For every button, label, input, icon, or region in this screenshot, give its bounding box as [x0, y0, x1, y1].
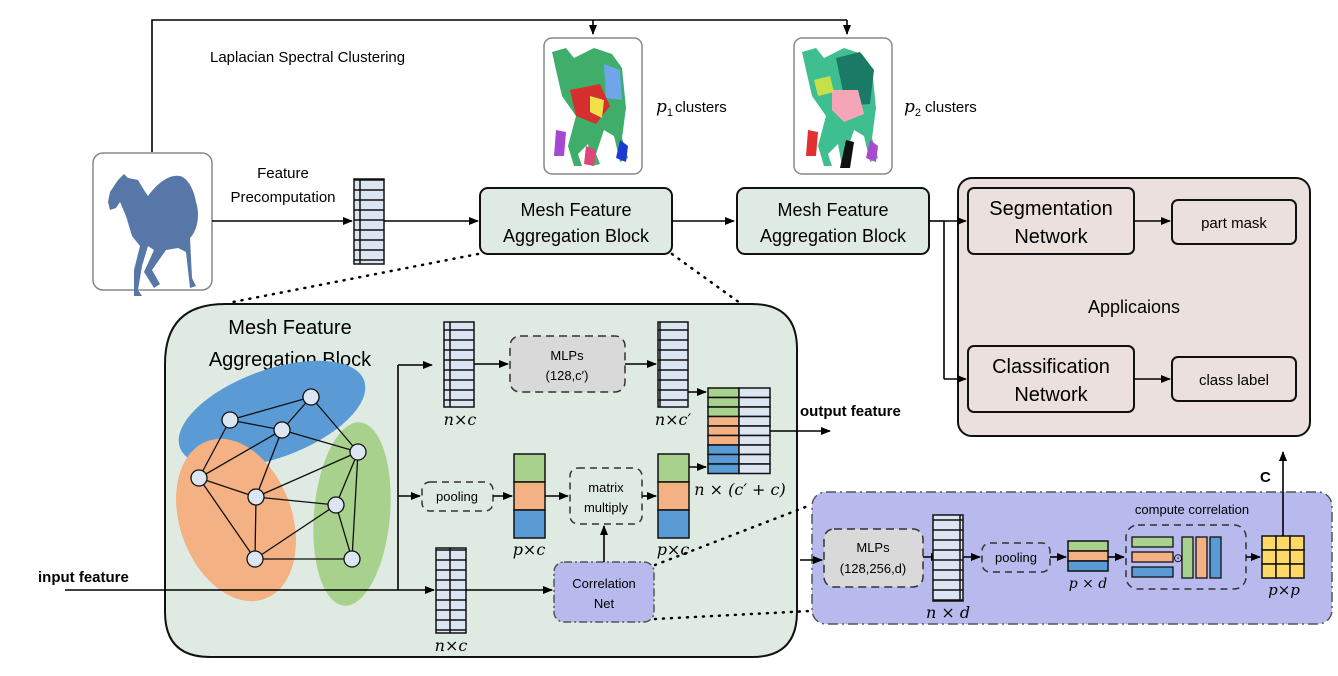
p1-clusters-image: [543, 37, 643, 175]
applications-title: Applicaions: [1088, 297, 1180, 317]
feature-precomp-line2: Precomputation: [230, 189, 335, 206]
detail-title-line1: Mesh Feature: [228, 317, 351, 339]
correlation-matrix-p-by-p: [1261, 535, 1305, 579]
block1-line2: Aggregation Block: [503, 226, 650, 246]
compute-correlation-label: compute correlation: [1135, 502, 1249, 517]
class-label-box[interactable]: class label: [1171, 356, 1297, 402]
dim-pc-right: p×c: [657, 540, 690, 559]
feature-n-by-c-top: [443, 321, 475, 408]
block2-line2: Aggregation Block: [760, 226, 907, 246]
odot-operator-icon: ⊙: [1173, 551, 1183, 565]
graph-node: [273, 421, 291, 439]
corr-mlp-block[interactable]: MLPs (128,256,d): [823, 528, 924, 588]
graph-node: [302, 388, 320, 406]
corr-line2: Net: [594, 596, 615, 611]
pooling-block[interactable]: pooling: [421, 481, 494, 512]
dim-nc-bottom: n×c: [435, 636, 468, 655]
feature-precomp-line1: Feature: [257, 165, 309, 182]
dim-pc-left: p×c: [513, 540, 546, 559]
input-routing: [65, 361, 435, 594]
dim-pp: p×p: [1268, 581, 1300, 599]
graph-node: [246, 550, 264, 568]
corr-zoom-line-top: [653, 504, 810, 567]
dim-nc-top: n×c: [444, 410, 477, 429]
segmentation-network-box[interactable]: Segmentation Network: [967, 187, 1135, 255]
graph-node: [247, 488, 265, 506]
mlp-line2: (128,c′): [546, 368, 589, 383]
feature-n-by-d: [932, 514, 964, 602]
matrix-multiply-block[interactable]: matrix multiply: [569, 467, 643, 525]
correlation-net-block[interactable]: Correlation Net: [553, 561, 655, 623]
cls-line1: Classification: [992, 356, 1110, 378]
c-output-label: C: [1260, 469, 1271, 486]
matmul-line2: multiply: [584, 500, 629, 515]
mesh-feature-aggregation-block-2[interactable]: Mesh Feature Aggregation Block: [736, 187, 930, 255]
dim-nd: n × d: [926, 603, 970, 622]
corr-zoom-line-bottom: [653, 609, 812, 621]
corr-pooling-block[interactable]: pooling: [981, 542, 1051, 573]
zoom-line-left: [226, 252, 480, 305]
input-mesh-image: [92, 152, 213, 296]
block2-line1: Mesh Feature: [777, 200, 888, 220]
branch-connector: [929, 217, 967, 383]
graph-node: [343, 550, 361, 568]
zoom-line-right: [670, 252, 742, 305]
graph-node: [327, 496, 345, 514]
output-feature-label: output feature: [800, 403, 901, 420]
precomputed-feature-vector: [353, 178, 385, 265]
mesh-feature-aggregation-block-1[interactable]: Mesh Feature Aggregation Block: [479, 187, 673, 255]
mesh-graph-illustration: [176, 360, 391, 606]
corr-mlp-line2: (128,256,d): [840, 561, 907, 576]
dim-pd: p × d: [1069, 576, 1108, 592]
corr-mlp-line1: MLPs: [856, 540, 890, 555]
graph-node: [221, 411, 239, 429]
spectral-clustering-connector: [151, 19, 851, 152]
pooled-feature-p-by-c: [513, 453, 546, 539]
graph-node: [190, 469, 208, 487]
class-label-label: class label: [1199, 372, 1269, 389]
dim-concat: n × (c′ + c): [694, 480, 786, 499]
cls-line2: Network: [1014, 384, 1088, 406]
corr-line1: Correlation: [572, 576, 636, 591]
input-feature-label: input feature: [38, 569, 129, 586]
aggregated-feature-p-by-c: [657, 453, 690, 539]
p2-clusters-image: [793, 37, 893, 175]
feature-n-by-c-bottom: [435, 547, 467, 634]
cluster-green: [313, 422, 391, 606]
corr-pooling-label: pooling: [995, 550, 1037, 565]
seg-line1: Segmentation: [989, 198, 1112, 220]
classification-network-box[interactable]: Classification Network: [967, 345, 1135, 413]
concatenated-feature: [707, 387, 771, 475]
pooled-feature-p-by-d: [1067, 540, 1109, 572]
feature-n-by-c-prime: [657, 321, 689, 408]
mlp-block[interactable]: MLPs (128,c′): [509, 335, 626, 393]
part-mask-box[interactable]: part mask: [1171, 199, 1297, 245]
matmul-line1: matrix: [588, 480, 624, 495]
spectral-clustering-label: Laplacian Spectral Clustering: [210, 49, 405, 66]
compute-correlation-block[interactable]: ⊙: [1125, 524, 1247, 590]
mlp-line1: MLPs: [550, 348, 584, 363]
graph-node: [349, 443, 367, 461]
camel-mesh-icon: [108, 174, 198, 296]
part-mask-label: part mask: [1201, 215, 1267, 232]
pooling-label: pooling: [436, 489, 478, 504]
seg-line2: Network: [1014, 226, 1088, 248]
dim-nc-prime: n×c′: [655, 410, 692, 429]
block1-line1: Mesh Feature: [520, 200, 631, 220]
